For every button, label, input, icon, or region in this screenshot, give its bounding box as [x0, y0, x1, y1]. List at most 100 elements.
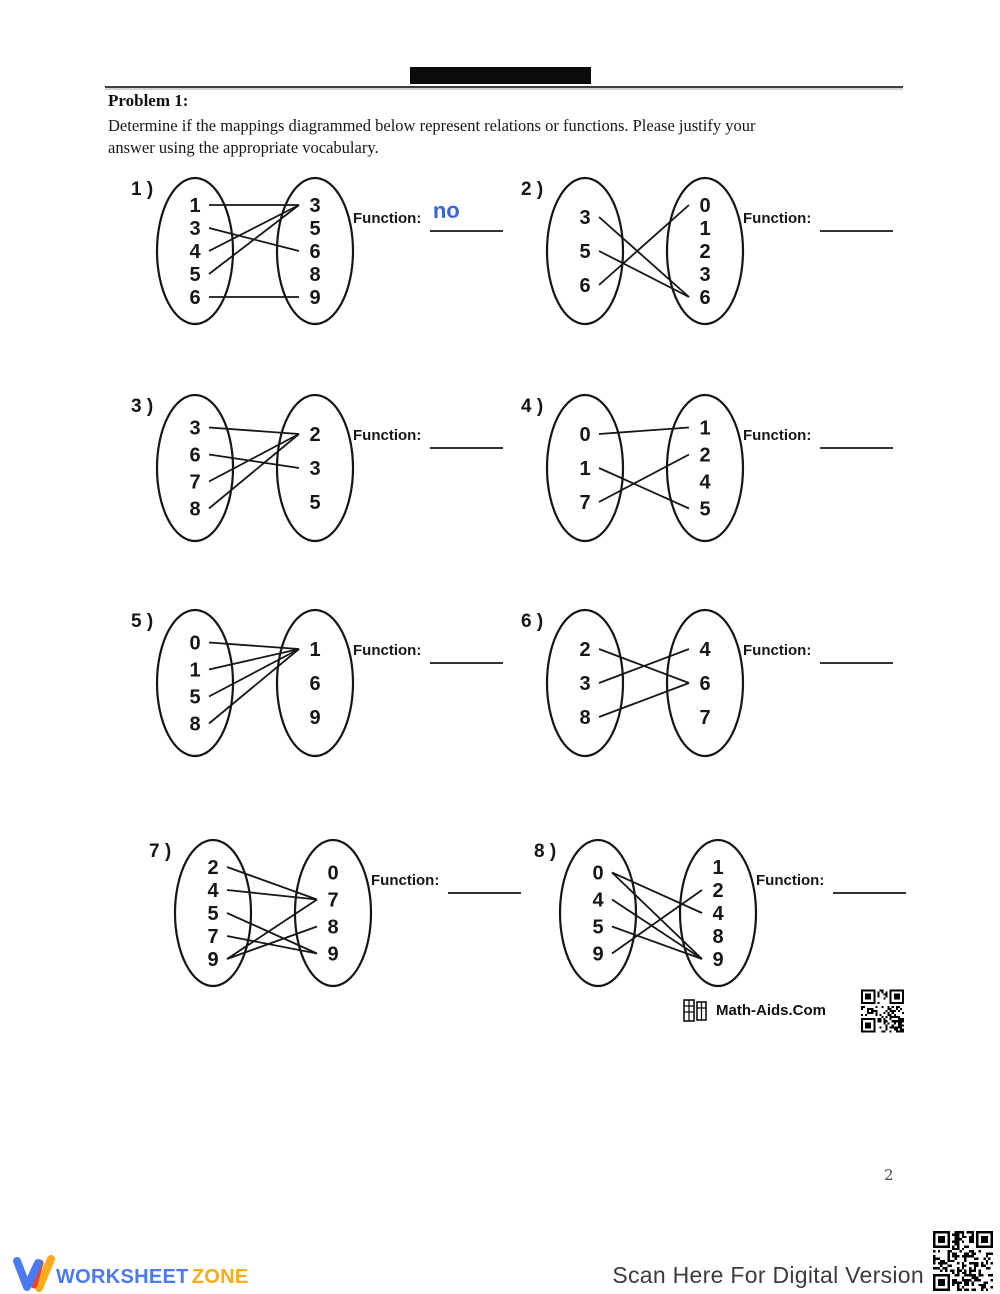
- function-label: Function:: [353, 427, 421, 444]
- range-value: 2: [699, 241, 710, 263]
- range-value: 2: [309, 424, 320, 446]
- mapping-arrow: [208, 204, 300, 252]
- mapping-arrow: [598, 250, 690, 298]
- range-value: 0: [327, 863, 338, 885]
- function-label: Function:: [353, 642, 421, 659]
- range-oval: [665, 393, 745, 543]
- mapping-arrow: [611, 889, 703, 955]
- domain-value: 5: [189, 264, 200, 286]
- domain-value: 3: [189, 418, 200, 440]
- domain-value: 1: [189, 195, 200, 217]
- problem-number-label: 5 ): [131, 611, 153, 632]
- domain-oval: [173, 838, 253, 988]
- function-label: Function:: [353, 210, 421, 227]
- domain-oval: [558, 838, 638, 988]
- domain-value: 6: [579, 275, 590, 297]
- domain-value: 7: [189, 472, 200, 494]
- range-value: 3: [309, 195, 320, 217]
- problem-number-label: 3 ): [131, 396, 153, 417]
- range-value: 8: [712, 926, 723, 948]
- domain-oval: [545, 176, 625, 326]
- range-value: 6: [699, 287, 710, 309]
- handwritten-answer: no: [433, 198, 460, 223]
- range-value: 4: [699, 472, 711, 494]
- range-value: 9: [309, 707, 320, 729]
- domain-value: 0: [579, 424, 590, 446]
- domain-value: 6: [189, 445, 200, 467]
- mapping-arrow: [598, 467, 690, 510]
- function-label: Function:: [743, 642, 811, 659]
- worksheetzone-logo-icon: [13, 1255, 55, 1292]
- mapping-arrow: [598, 204, 690, 286]
- problem-number-label: 7 ): [149, 841, 171, 862]
- domain-value: 8: [579, 707, 590, 729]
- domain-oval: [545, 608, 625, 758]
- range-value: 8: [309, 264, 320, 286]
- mapping-arrow: [598, 648, 690, 684]
- domain-value: 0: [592, 863, 603, 885]
- mapping-arrow: [208, 433, 300, 510]
- mapping-arrow: [611, 871, 703, 914]
- scan-here-text: Scan Here For Digital Version: [612, 1262, 924, 1288]
- math-aids-wordmark: Math-Aids.Com: [716, 1002, 826, 1019]
- mapping-arrow: [226, 866, 318, 901]
- domain-value: 4: [189, 241, 201, 263]
- range-value: 2: [699, 445, 710, 467]
- domain-value: 4: [207, 880, 219, 902]
- domain-value: 2: [579, 639, 590, 661]
- range-value: 7: [699, 707, 710, 729]
- mapping-arrow: [208, 426, 300, 435]
- mapping-arrow: [208, 204, 300, 275]
- range-oval: [665, 608, 745, 758]
- mapping-arrow: [226, 889, 318, 901]
- range-oval: [665, 176, 745, 326]
- domain-value: 4: [592, 890, 604, 912]
- domain-value: 1: [189, 660, 200, 682]
- domain-value: 8: [189, 714, 200, 736]
- mapping-arrow: [208, 648, 300, 671]
- domain-oval: [155, 176, 235, 326]
- range-value: 5: [309, 218, 320, 240]
- range-oval: [275, 176, 355, 326]
- range-value: 4: [699, 639, 711, 661]
- mapping-arrow: [208, 453, 300, 469]
- math-aids-qr-code: [861, 989, 904, 1033]
- mapping-arrow: [208, 648, 300, 725]
- domain-value: 5: [579, 241, 590, 263]
- range-oval: [275, 608, 355, 758]
- domain-value: 7: [207, 926, 218, 948]
- problem-number-label: 4 ): [521, 396, 543, 417]
- domain-oval: [545, 393, 625, 543]
- mapping-arrow: [611, 871, 703, 960]
- domain-value: 3: [579, 207, 590, 229]
- header-rule: [105, 86, 903, 88]
- range-oval: [678, 838, 758, 988]
- redacted-name-bar: [410, 67, 591, 84]
- instructions-line-2: answer using the appropriate vocabulary.: [108, 138, 379, 157]
- range-value: 9: [712, 949, 723, 971]
- footer-qr-code: [933, 1231, 993, 1291]
- domain-value: 3: [189, 218, 200, 240]
- domain-value: 1: [579, 458, 590, 480]
- mapping-arrow: [611, 898, 703, 960]
- wordmark-zone: ZONE: [191, 1266, 249, 1288]
- problem-number-label: 8 ): [534, 841, 556, 862]
- domain-value: 0: [189, 633, 200, 655]
- mapping-arrow: [208, 648, 300, 698]
- instructions-line-1: Determine if the mappings diagrammed bel…: [108, 116, 756, 135]
- problem-number-label: 2 ): [521, 179, 543, 200]
- mapping-arrow: [598, 682, 690, 718]
- domain-value: 5: [189, 687, 200, 709]
- page-number: 2: [884, 1166, 894, 1184]
- range-value: 2: [712, 880, 723, 902]
- problem-number-label: 1 ): [131, 179, 153, 200]
- range-value: 3: [699, 264, 710, 286]
- domain-value: 9: [592, 944, 603, 966]
- mapping-arrow: [208, 433, 300, 483]
